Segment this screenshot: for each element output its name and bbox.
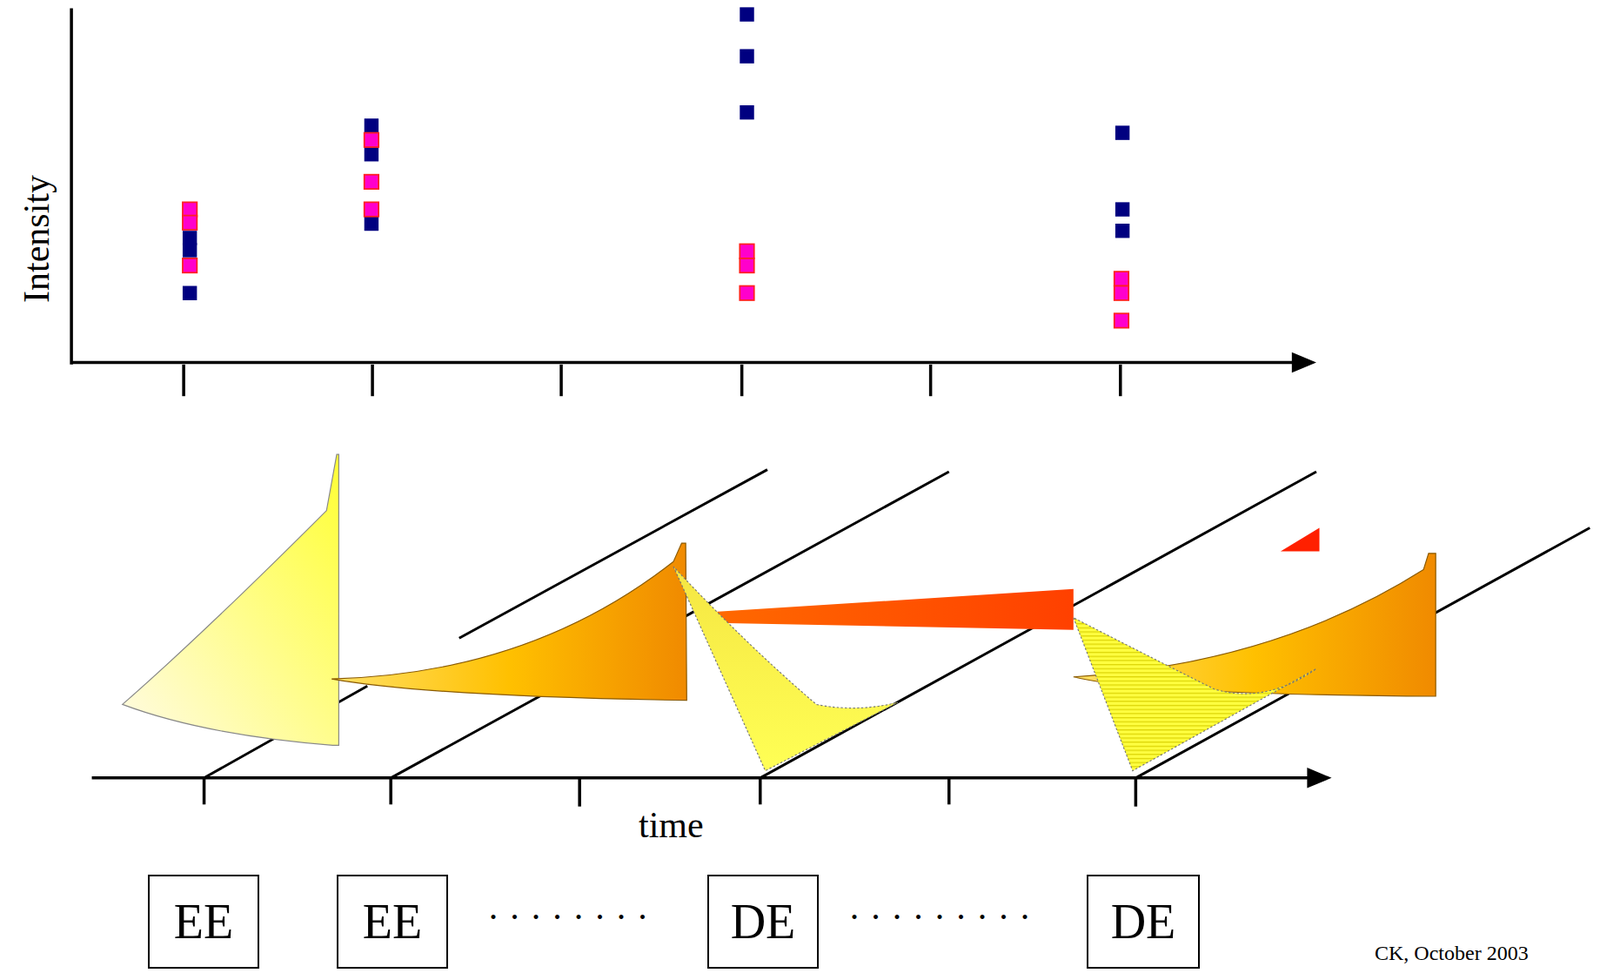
stage-box: EE bbox=[336, 874, 449, 969]
stage-label: EE bbox=[362, 893, 422, 950]
stage-label: DE bbox=[1111, 893, 1177, 950]
intensity-chart bbox=[71, 6, 1317, 396]
credit-note: CK, October 2003 bbox=[1374, 941, 1529, 965]
ellipsis: · · · · · · · · · bbox=[848, 896, 1031, 938]
stage-box: EE bbox=[147, 874, 260, 969]
ellipsis: · · · · · · · · bbox=[487, 896, 649, 938]
stage-box: DE bbox=[707, 874, 819, 969]
stage-label: DE bbox=[730, 893, 797, 950]
axis-label: Intensity bbox=[15, 175, 58, 304]
stage-box: DE bbox=[1086, 874, 1200, 969]
time-evolution bbox=[92, 454, 1591, 807]
axis-label: time bbox=[638, 803, 704, 846]
stage-label: EE bbox=[174, 893, 234, 950]
